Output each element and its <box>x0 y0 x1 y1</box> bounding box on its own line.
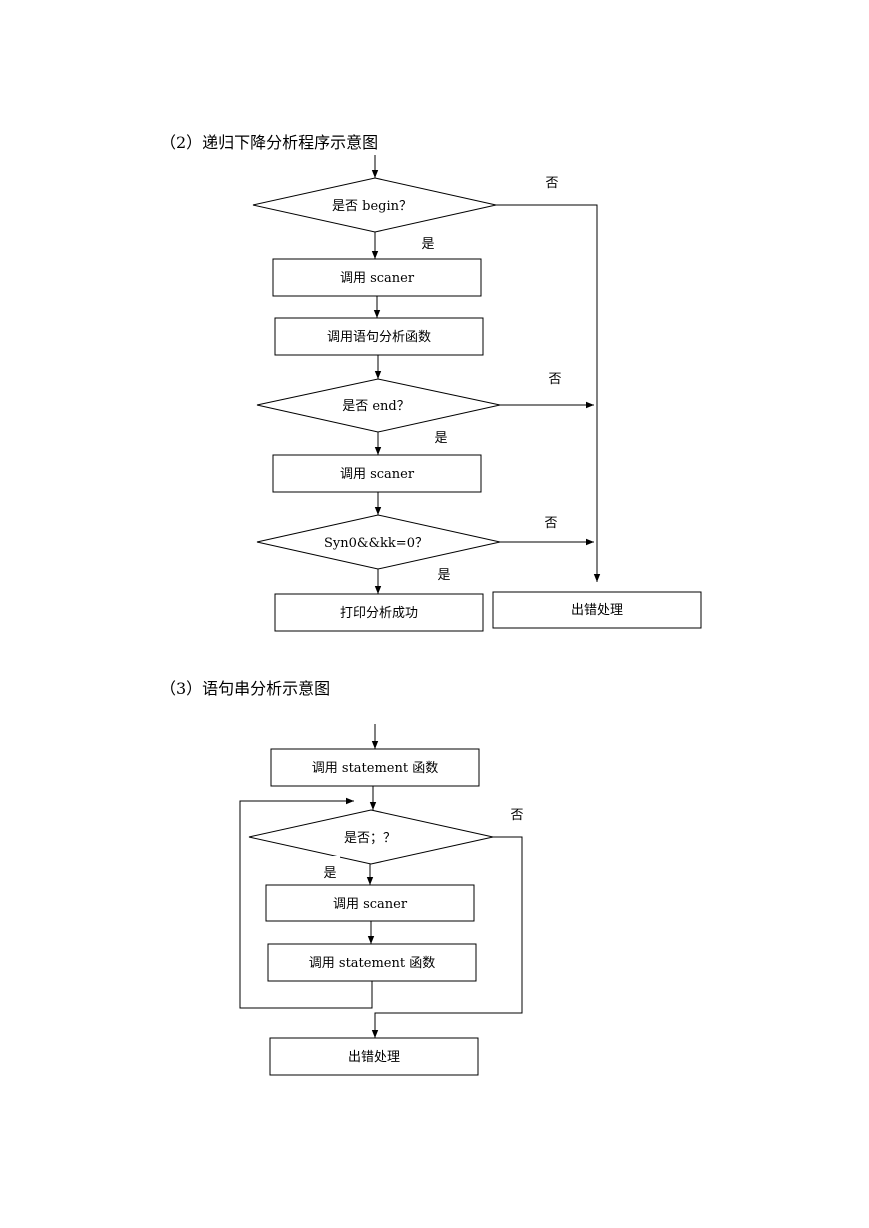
diagram2-title: （3）语句串分析示意图 <box>160 679 331 698</box>
yes-label-gap <box>310 856 340 868</box>
error-handling-label-2: 出错处理 <box>348 1050 400 1065</box>
print-success-label: 打印分析成功 <box>340 606 418 621</box>
is-begin-label: 是否 begin？ <box>332 199 412 214</box>
semicolon-no-label: 否 <box>510 808 523 823</box>
syn-yes-label: 是 <box>437 568 450 583</box>
call-scaner-box-2 <box>272 454 482 493</box>
syn-check-label: Syn0&&kk=0？ <box>324 536 428 551</box>
is-end-decision <box>256 378 501 433</box>
call-scaner-box-1 <box>272 258 482 297</box>
call-statement-label-1: 调用 statement 函数 <box>312 761 438 776</box>
syn-check-decision <box>256 514 501 570</box>
call-scaner-label-2: 调用 scaner <box>340 467 415 482</box>
is-end-label: 是否 end？ <box>342 399 410 414</box>
end-yes-label: 是 <box>434 431 447 446</box>
call-stmt-analysis-box <box>274 317 484 356</box>
semicolon-no-path <box>371 836 523 1038</box>
call-statement-box-1 <box>270 748 480 787</box>
call-scaner-label-1: 调用 scaner <box>340 271 415 286</box>
begin-no-path <box>496 204 601 582</box>
call-stmt-analysis-label: 调用语句分析函数 <box>327 330 431 345</box>
call-statement-box-2 <box>267 943 477 982</box>
error-handling-box-2 <box>269 1037 479 1076</box>
call-scaner-box-3 <box>265 884 475 922</box>
diagram2-statement-string: 调用 statement 函数 是否；？ 否 是 调用 scaner 调用 st… <box>239 724 524 1076</box>
diagram1-title: （2）递归下降分析程序示意图 <box>160 133 379 152</box>
error-handling-label-1: 出错处理 <box>571 603 623 618</box>
end-no-label: 否 <box>548 372 561 387</box>
syn-no-label: 否 <box>544 516 557 531</box>
is-semicolon-label: 是否；？ <box>344 831 396 846</box>
error-handling-box-1 <box>492 591 702 629</box>
call-scaner-label-3: 调用 scaner <box>333 897 408 912</box>
call-statement-label-2: 调用 statement 函数 <box>309 956 435 971</box>
is-begin-decision <box>252 177 497 233</box>
print-success-box <box>274 593 484 632</box>
begin-yes-label: 是 <box>421 237 434 252</box>
diagram1-recursive-descent: 是否 begin？ 否 是 调用 scaner 调用语句分析函数 是否 end？… <box>252 155 702 632</box>
semicolon-yes-label: 是 <box>323 866 336 881</box>
is-semicolon-decision <box>248 809 494 865</box>
loop-back-path <box>239 797 373 1009</box>
begin-no-label: 否 <box>545 176 558 191</box>
